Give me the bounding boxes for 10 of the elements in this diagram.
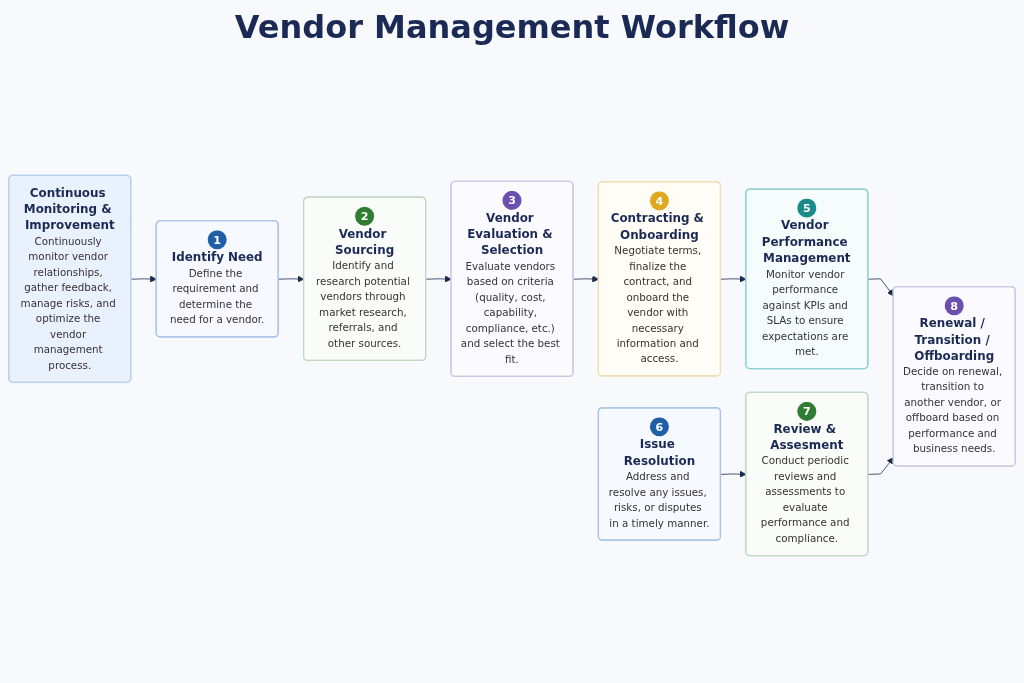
- step-card: 6 Issue Resolution Address and resolve any issues, risks, or disputes in a timely manner.: [597, 407, 722, 541]
- title: Vendor Management Workflow: [234, 8, 790, 46]
- step-card: 8 Renewal / Transition / Offboarding Decide on renewal, transition to another vendor, or offboard based on performance and business needs.: [892, 286, 1016, 467]
- step-card: 5 Vendor Performance Management Monitor vendor performance against KPIs and SLAs to ensure expectations are met.: [745, 188, 869, 370]
- step-card: 1 Identify Need Define the requirement and determine the need for a vendor.: [155, 220, 279, 338]
- step-card: 7 Review & Assesment Conduct periodic reviews and assessments to evaluate performance and compliance.: [745, 391, 869, 557]
- step-card: 2 Vendor Sourcing Identify and research potential vendors through market research, referrals, and other sources.: [302, 196, 427, 362]
- step-card: 4 Contracting & Onboarding Negotiate terms, finalize the contract, and onboard the vendor with necessary information and access.: [597, 181, 722, 377]
- step-card: 3 Vendor Evaluation & Selection Evaluate vendors based on criteria (quality, cost, capability, compliance, etc.) and select the best fit.: [450, 180, 574, 377]
- step-card: Continuous Monitoring & Improvement Continuously monitor vendor relationships, gather feedback, manage risks, and optimize the vendor management process.: [8, 174, 132, 383]
